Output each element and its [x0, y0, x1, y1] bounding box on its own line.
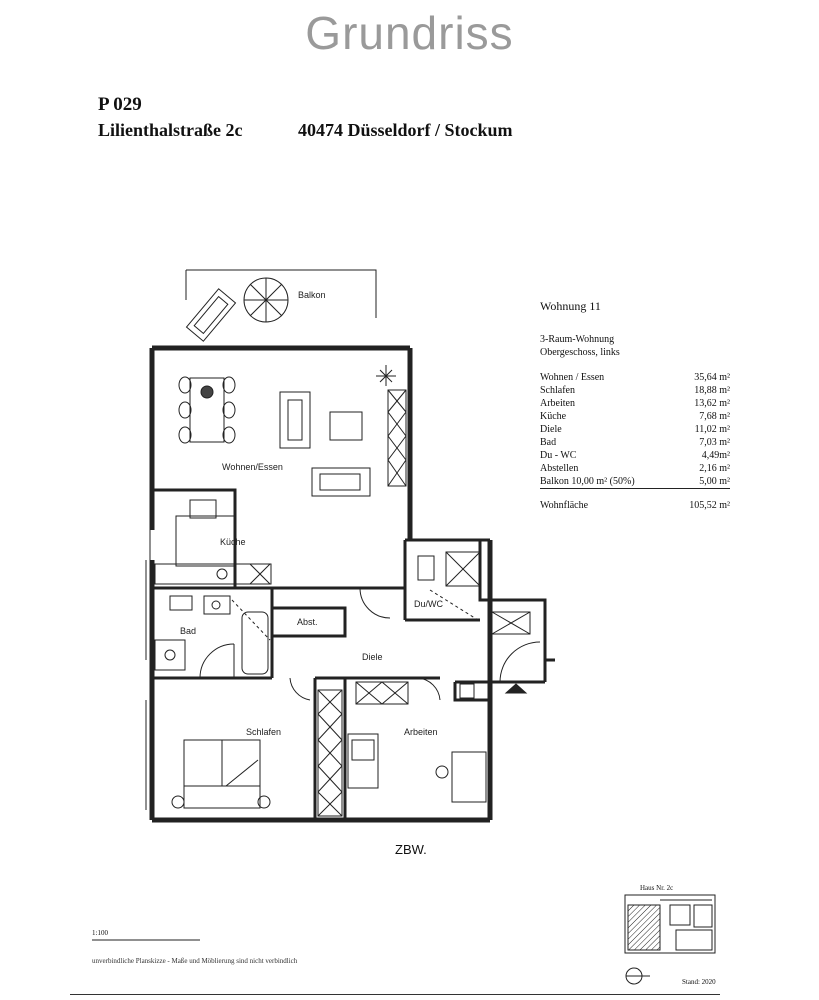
scale-label: 1:100: [92, 929, 108, 937]
date-label: Stand: 2020: [682, 978, 716, 986]
wardrobe-icon: [317, 689, 343, 817]
bottom-divider: [70, 994, 720, 995]
north-arrow-icon: [625, 967, 650, 985]
balcony-outline: [186, 269, 377, 318]
sink-icon: [203, 595, 231, 615]
room-label-duwc: Du/WC: [414, 599, 444, 609]
storage-icon: [491, 611, 531, 635]
room-label-diele: Diele: [362, 652, 383, 662]
room-label-kueche: Küche: [220, 537, 246, 547]
door-swing: [199, 643, 235, 679]
umbrella-icon: [243, 277, 289, 323]
room-label-abst: Abst.: [297, 617, 318, 627]
desk-icon: [435, 751, 487, 803]
north-label: ZBW.: [395, 842, 427, 857]
bathtub-icon: [241, 611, 269, 675]
daybed-icon: [347, 733, 379, 789]
area-legend: Wohnung 11 3-Raum-Wohnung Obergeschoss, …: [540, 300, 730, 512]
room-label-balkon: Balkon: [298, 290, 326, 300]
coffee-table-icon: [329, 411, 363, 441]
wc-toilet-icon: [417, 555, 435, 581]
room-label-arbeiten: Arbeiten: [404, 727, 438, 737]
area-row: Balkon 10,00 m² (50%)5,00 m²: [540, 476, 730, 489]
outer-walls: [149, 345, 493, 823]
page-title: Grundriss: [305, 7, 514, 59]
apartment-floor: Obergeschoss, links: [540, 347, 620, 358]
bed-icon: [171, 739, 271, 809]
shower-icon: [154, 639, 186, 671]
street-address: Lilienthalstraße 2c: [98, 120, 243, 140]
disclaimer-note: unverbindliche Planskizze - Maße und Möb…: [92, 957, 298, 965]
apartment-name: Wohnung 11: [540, 299, 601, 313]
dining-table-icon: [178, 376, 236, 444]
toilet-icon: [169, 595, 193, 611]
key-plan: [624, 894, 716, 954]
room-label-schlafen: Schlafen: [246, 727, 281, 737]
shower-tray-icon: [445, 551, 481, 587]
shelf-icon: [355, 681, 409, 705]
inner-walls: [152, 488, 547, 820]
room-label-bad: Bad: [180, 626, 196, 636]
lounge-chair-icon: [185, 288, 237, 342]
project-number: P 029: [98, 94, 142, 115]
cabinet-icon: [387, 389, 407, 487]
room-label-wohnen: Wohnen/Essen: [222, 462, 283, 472]
armchair-icon: [279, 391, 311, 449]
plant-icon: [376, 365, 396, 386]
kitchen-counter-icon: [154, 499, 272, 585]
city-address: 40474 Düsseldorf / Stockum: [298, 120, 513, 140]
sofa-icon: [311, 467, 371, 497]
apartment-type: 3-Raum-Wohnung: [540, 334, 615, 345]
entrance-door: [499, 641, 541, 683]
keyplan-label: Haus Nr. 2c: [640, 884, 674, 892]
